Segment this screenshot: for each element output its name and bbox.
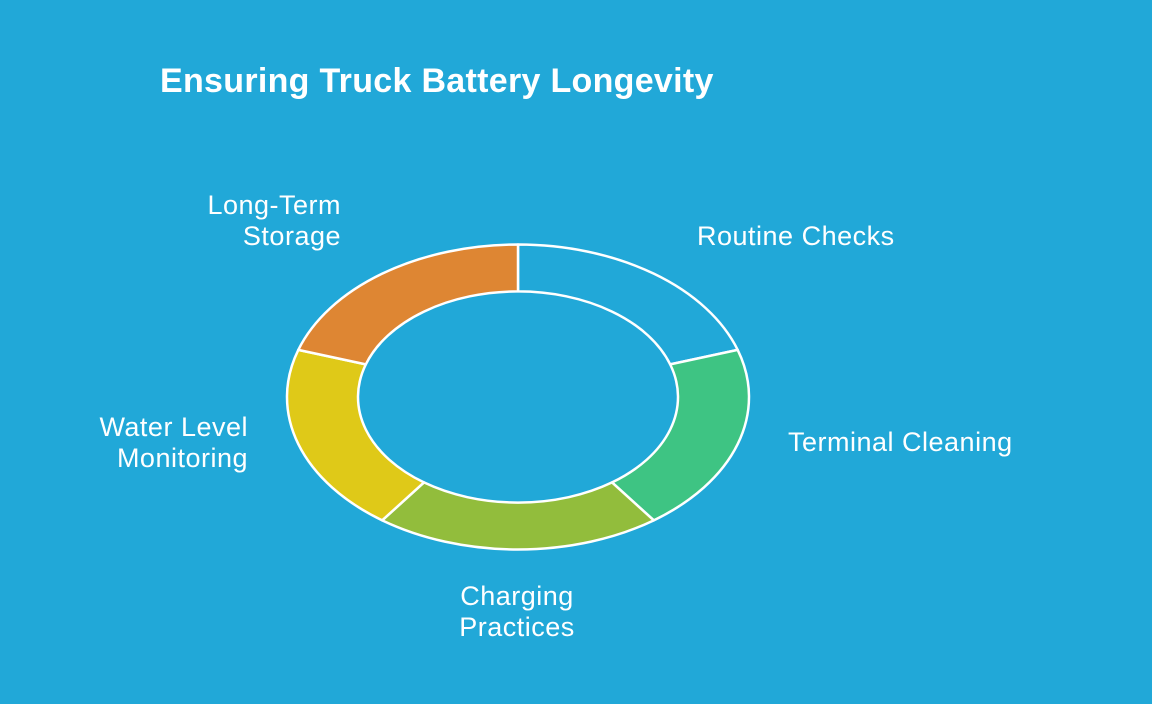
segment-label-charging-practices: Charging Practices [436,581,598,643]
segment-label-terminal-cleaning: Terminal Cleaning [788,427,1013,458]
diagram-title: Ensuring Truck Battery Longevity [160,62,714,100]
segment-label-line: Water Level [99,412,248,442]
segment-label-line: Terminal Cleaning [788,427,1013,457]
ring-segment-water-level-monitoring [285,348,426,522]
segment-label-long-term-storage: Long-Term Storage [207,190,341,252]
segment-label-line: Monitoring [116,443,248,473]
segment-label-line: Practices [459,612,575,642]
ring-segment-routine-checks [516,243,739,366]
segment-label-line: Storage [242,221,341,251]
ring-segment-long-term-storage [297,243,520,366]
segment-label-line: Routine Checks [697,221,895,251]
segment-label-line: Charging [460,581,574,611]
segment-label-line: Long-Term [207,190,341,220]
ring-segment-charging-practices [380,481,656,551]
segment-label-water-level-monitoring: Water Level Monitoring [99,412,248,474]
ring-segment-terminal-cleaning [610,348,751,522]
segment-label-routine-checks: Routine Checks [697,221,895,252]
